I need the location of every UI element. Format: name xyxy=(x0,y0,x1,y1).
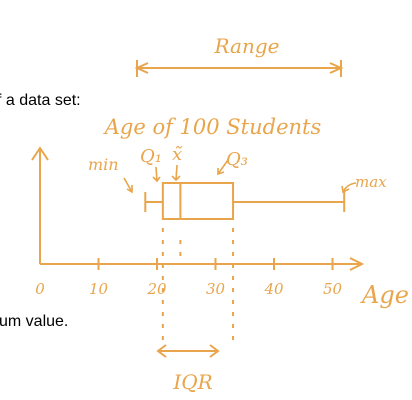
min-label: min xyxy=(88,155,119,174)
box-plot-marks xyxy=(144,182,346,340)
x-tick-label-10: 10 xyxy=(89,280,109,298)
x-tick-label-40: 40 xyxy=(263,280,284,298)
range-arrowhead-left xyxy=(134,62,149,74)
min-pointer-arrow xyxy=(123,177,133,194)
x-axis-label: Age xyxy=(360,281,409,309)
max-pointer-arrow xyxy=(341,182,357,194)
x-tick-label-0: 0 xyxy=(35,280,45,298)
iqr-box xyxy=(161,182,235,220)
iqr-arrowhead-left xyxy=(156,344,167,358)
median-label: x̃ xyxy=(172,144,183,165)
q1-pointer-arrow xyxy=(152,166,161,183)
median-pointer-arrow xyxy=(171,164,181,182)
x-tick-label-50: 50 xyxy=(323,280,343,298)
iqr-label: IQR xyxy=(172,370,212,394)
body-text-line-2: um value. xyxy=(0,313,69,330)
x-axis-arrowhead xyxy=(349,257,365,271)
iqr-arrowhead-right xyxy=(209,344,220,358)
q1-label: Q₁ xyxy=(140,146,162,167)
range-label: Range xyxy=(214,34,280,58)
max-label: max xyxy=(355,173,387,191)
x-axis-ticks: 0 10 20 30 40 50 xyxy=(35,258,342,298)
range-arrowhead-right xyxy=(329,62,344,74)
body-text-line-1: f a data set: xyxy=(0,92,81,109)
y-axis-arrowhead xyxy=(31,146,49,161)
x-tick-label-30: 30 xyxy=(206,280,226,298)
x-tick-label-20: 20 xyxy=(146,280,167,298)
diagram-title: Age of 100 Students xyxy=(103,115,322,139)
q3-pointer-arrow xyxy=(217,159,229,176)
q3-label: Q₃ xyxy=(226,149,248,170)
